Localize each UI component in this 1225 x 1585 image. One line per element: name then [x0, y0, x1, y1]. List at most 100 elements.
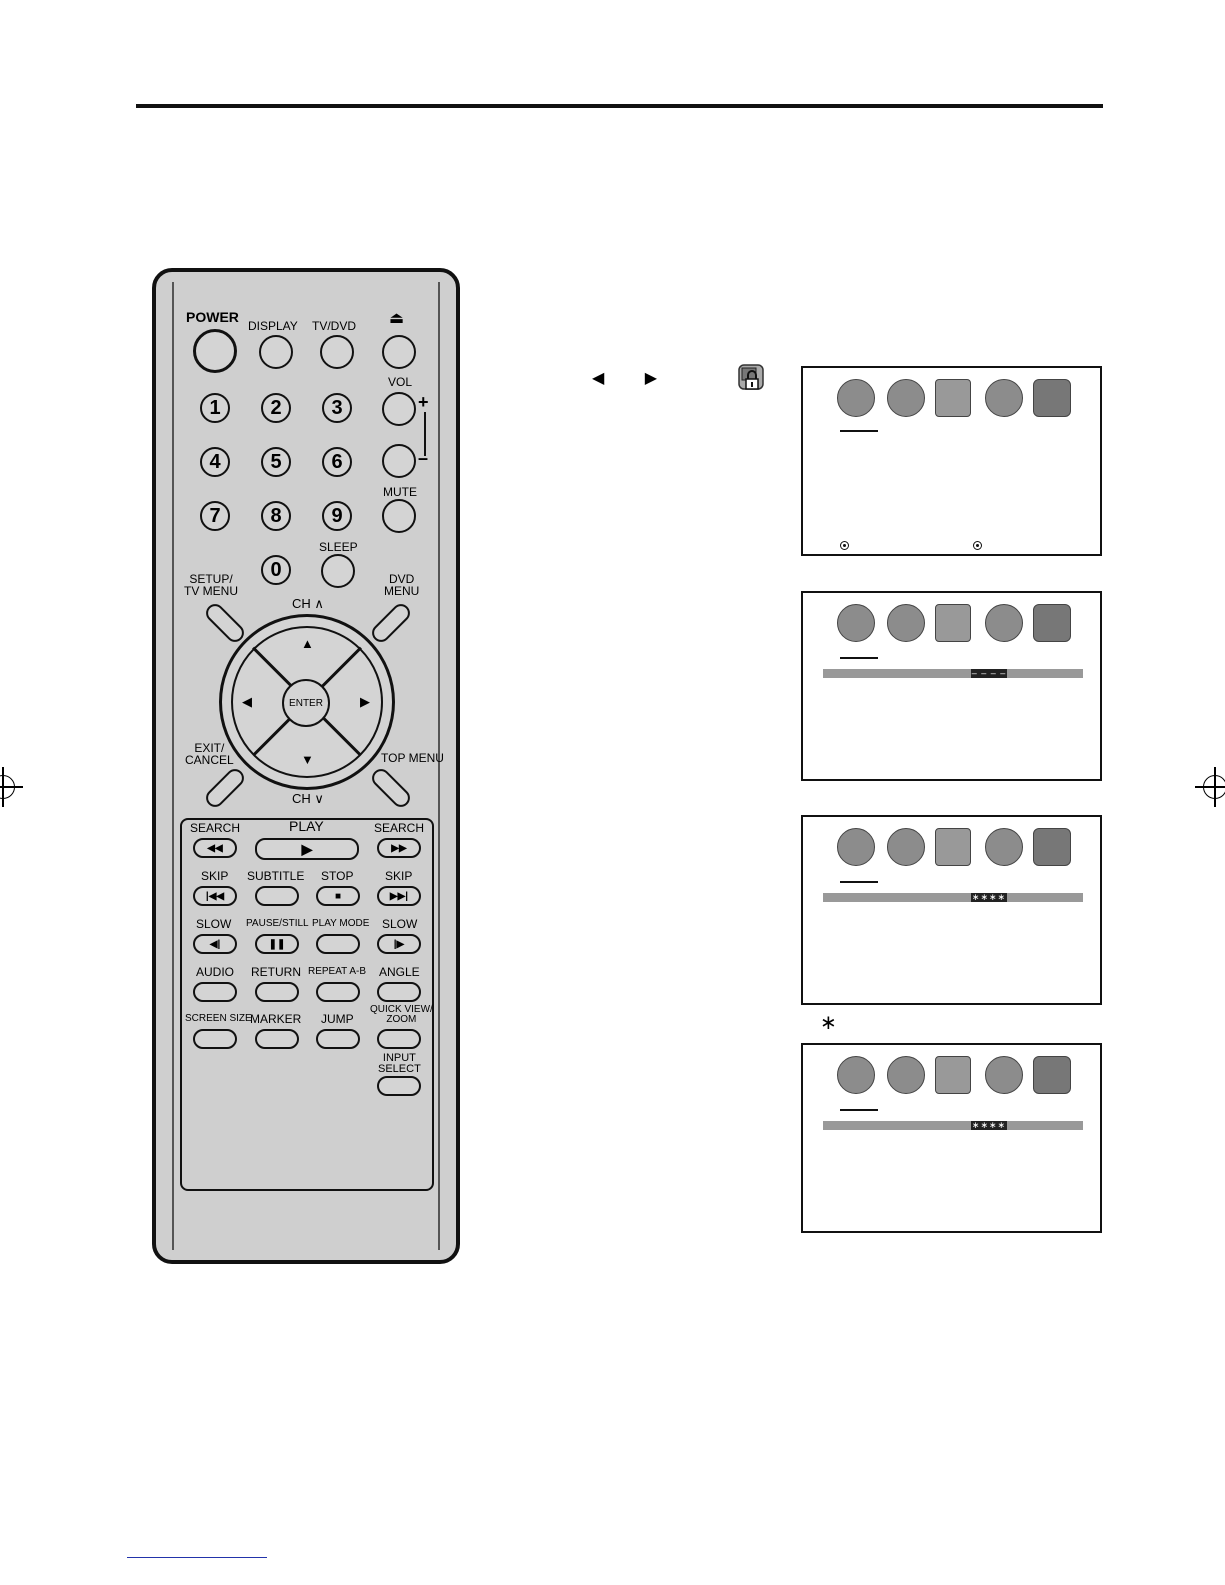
screen-size-button[interactable]	[193, 1029, 237, 1049]
skip-back-button[interactable]: |◀◀	[193, 886, 237, 906]
sleep-label: SLEEP	[319, 540, 358, 554]
up-arrow-button[interactable]: ▲	[301, 636, 314, 651]
left-arrow-button[interactable]: ◀	[242, 694, 252, 709]
password-bar	[823, 669, 1083, 678]
number-3-button[interactable]: 3	[322, 393, 352, 423]
menu-screen-4: ∗∗∗∗	[801, 1043, 1102, 1233]
screen-size-label: SCREEN SIZE	[185, 1013, 252, 1024]
audio-button[interactable]	[193, 982, 237, 1002]
stop-button[interactable]: ■	[316, 886, 360, 906]
number-8-button[interactable]: 8	[261, 501, 291, 531]
skip-forward-button[interactable]: ▶▶|	[377, 886, 421, 906]
search-right-label: SEARCH	[374, 821, 425, 835]
menu-icon-row	[837, 604, 1071, 646]
marker-button[interactable]	[255, 1029, 299, 1049]
menu-screen-2: – – – –	[801, 591, 1102, 781]
eject-button[interactable]	[382, 335, 416, 369]
audio-label: AUDIO	[196, 965, 235, 979]
slow-back-button[interactable]: ◀|	[193, 934, 237, 954]
repeat-label: REPEAT A-B	[308, 966, 366, 977]
down-arrow-button[interactable]: ▼	[301, 752, 314, 767]
rewind-button[interactable]: ◀◀	[193, 838, 237, 858]
skip-right-label: SKIP	[385, 869, 413, 883]
marker-label: MARKER	[250, 1012, 302, 1026]
repeat-button[interactable]	[316, 982, 360, 1002]
exit-label: EXIT/ CANCEL	[185, 741, 234, 767]
tvdvd-button[interactable]	[320, 335, 354, 369]
number-7-button[interactable]: 7	[200, 501, 230, 531]
lock-icon	[737, 363, 765, 393]
subtitle-button[interactable]	[255, 886, 299, 906]
audio-icon	[887, 828, 925, 866]
menu-selection-underline	[840, 657, 878, 659]
play-button[interactable]: ▶	[255, 838, 359, 860]
number-5-button[interactable]: 5	[261, 447, 291, 477]
input-select-label: INPUT SELECT	[378, 1052, 421, 1075]
quick-view-button[interactable]	[377, 1029, 421, 1049]
password-field: – – – –	[971, 668, 1007, 678]
display-icon	[935, 828, 971, 866]
registration-mark-right	[1195, 767, 1225, 807]
menu-screen-3: ∗∗∗∗	[801, 815, 1102, 1005]
password-bar	[823, 893, 1083, 902]
slow-forward-button[interactable]: |▶	[377, 934, 421, 954]
power-label: POWER	[186, 309, 239, 325]
setup-tools-icon	[985, 1056, 1023, 1094]
display-icon	[935, 1056, 971, 1094]
menu-selection-underline	[840, 430, 878, 432]
return-label: RETURN	[251, 965, 301, 979]
menu-selection-underline	[840, 881, 878, 883]
vol-connector	[424, 412, 426, 456]
play-mode-button[interactable]	[316, 934, 360, 954]
picture-icon	[837, 828, 875, 866]
vol-minus-sign: –	[418, 448, 429, 468]
number-6-button[interactable]: 6	[322, 447, 352, 477]
setup-tools-icon	[985, 828, 1023, 866]
subtitle-label: SUBTITLE	[247, 869, 305, 883]
power-button[interactable]	[193, 329, 237, 373]
number-2-button[interactable]: 2	[261, 393, 291, 423]
right-arrow-button[interactable]: ▶	[360, 694, 370, 709]
setup-tools-icon	[985, 604, 1023, 642]
remote-inner-frame	[172, 282, 440, 1250]
ch-down-label: CH ∨	[292, 791, 324, 806]
angle-button[interactable]	[377, 982, 421, 1002]
parental-lock-icon	[1033, 1056, 1071, 1094]
picture-icon	[837, 604, 875, 642]
tvdvd-label: TV/DVD	[312, 319, 357, 333]
enter-hint-icon	[973, 541, 982, 550]
setup-label: SETUP/ TV MENU	[184, 572, 238, 598]
number-4-button[interactable]: 4	[200, 447, 230, 477]
audio-icon	[887, 1056, 925, 1094]
return-button[interactable]	[255, 982, 299, 1002]
vol-up-button[interactable]	[382, 392, 416, 426]
registration-mark-left	[0, 767, 23, 807]
top-menu-label: TOP MENU	[381, 751, 444, 765]
menu-icon-row	[837, 828, 1071, 870]
nav-ring-inner	[231, 626, 383, 778]
number-0-button[interactable]: 0	[261, 555, 291, 585]
dvd-menu-label: DVD MENU	[384, 572, 420, 598]
jump-label: JUMP	[321, 1012, 354, 1026]
sleep-button[interactable]	[321, 554, 355, 588]
input-select-button[interactable]	[377, 1076, 421, 1096]
number-1-button[interactable]: 1	[200, 393, 230, 423]
vol-down-button[interactable]	[382, 444, 416, 478]
jump-button[interactable]	[316, 1029, 360, 1049]
stop-label: STOP	[321, 869, 354, 883]
password-field: ∗∗∗∗	[971, 892, 1007, 902]
number-9-button[interactable]: 9	[322, 501, 352, 531]
mute-label: MUTE	[383, 485, 417, 499]
pause-button[interactable]: ❚❚	[255, 934, 299, 954]
footer-rule	[127, 1557, 267, 1558]
vol-label: VOL	[388, 375, 413, 389]
ch-up-label: CH ∧	[292, 596, 324, 611]
playback-panel	[180, 818, 434, 1191]
enter-button[interactable]: ENTER	[282, 679, 330, 727]
fast-forward-button[interactable]: ▶▶	[377, 838, 421, 858]
play-mode-label: PLAY MODE	[312, 918, 370, 929]
top-rule	[136, 104, 1103, 108]
display-button[interactable]	[259, 335, 293, 369]
vol-plus-sign: +	[418, 392, 429, 412]
mute-button[interactable]	[382, 499, 416, 533]
